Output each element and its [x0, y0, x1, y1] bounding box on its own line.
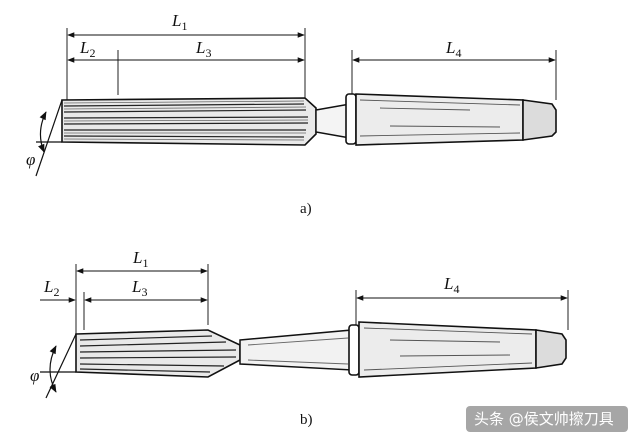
collar-a: [345, 93, 357, 145]
reamer-b: L1 L2 L3 L4 φ b): [30, 248, 569, 428]
flutes-a: [63, 103, 309, 138]
extension-lines-a: [66, 28, 557, 100]
caption-a: a): [300, 201, 312, 217]
dimension-lines-a: [67, 32, 556, 63]
neck-shading-b: [247, 337, 349, 365]
taper-shank-a: [355, 93, 524, 146]
flutes-b: [79, 335, 237, 373]
angle-mark-b: [40, 333, 77, 399]
label-l1-a: L1: [171, 11, 187, 33]
label-l3-b: L3: [131, 277, 147, 299]
label-l4-b: L4: [443, 274, 459, 296]
label-l2-a: L2: [79, 38, 95, 60]
caption-b: b): [300, 412, 313, 428]
label-l2-b: L2: [43, 277, 59, 299]
shank-shading-a: [359, 99, 521, 137]
dimension-lines-b: [40, 268, 568, 303]
label-l3-a: L3: [195, 38, 211, 60]
shank-shading-b: [363, 327, 533, 371]
label-phi-b: φ: [30, 366, 39, 385]
watermark: 头条 @侯文帅擦刀具: [466, 406, 628, 432]
neck-b: [239, 329, 353, 371]
watermark-text: 头条 @侯文帅擦刀具: [474, 410, 614, 428]
neck-a: [315, 103, 351, 139]
tang-b: [535, 329, 567, 369]
label-l4-a: L4: [445, 38, 461, 60]
extension-lines-b: [75, 264, 569, 338]
collar-b: [348, 324, 360, 376]
angle-mark-a: [35, 99, 63, 177]
label-l1-b: L1: [132, 248, 148, 270]
flute-shading-a: [63, 100, 309, 141]
label-phi-a: φ: [26, 150, 35, 169]
tang-a: [522, 99, 557, 141]
reamer-a: L1 L2 L3 L4 φ a): [26, 11, 557, 217]
